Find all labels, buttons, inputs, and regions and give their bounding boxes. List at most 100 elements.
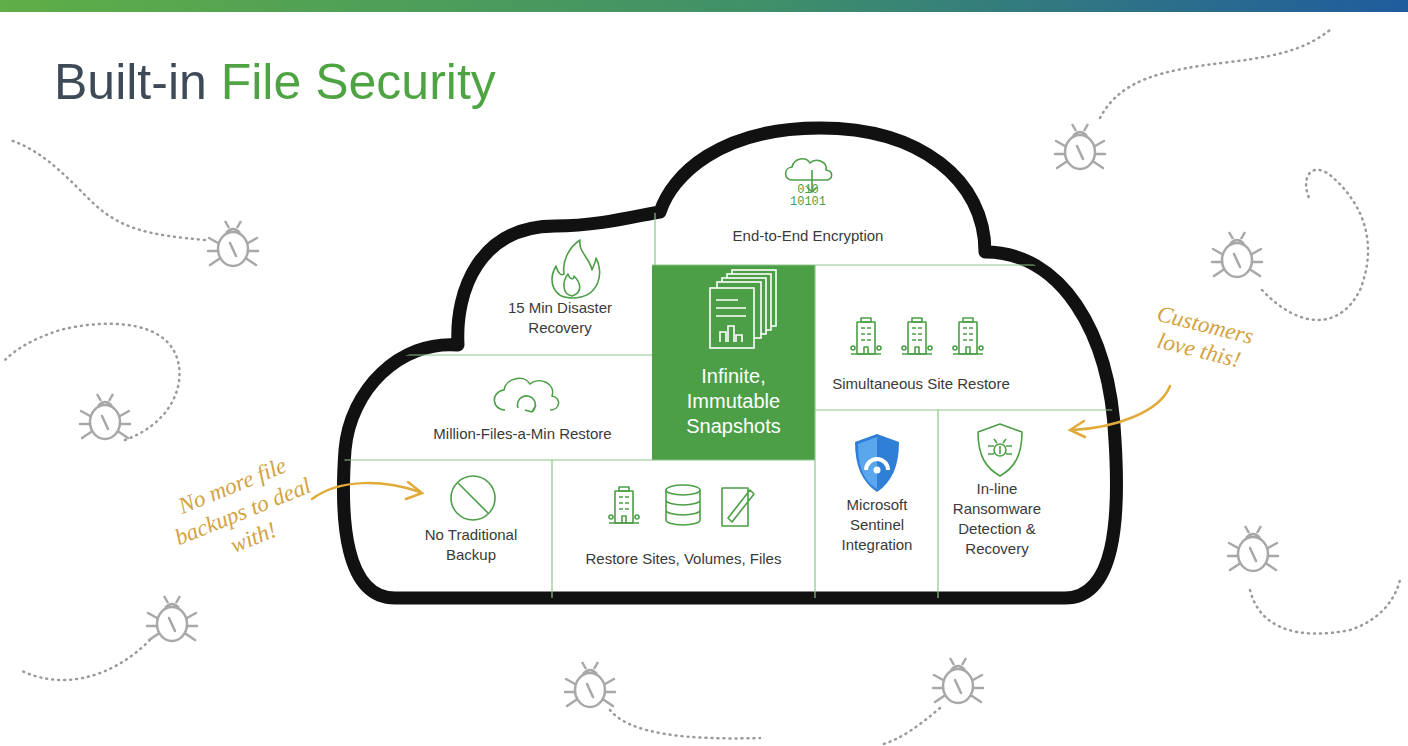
tile-icons — [912, 318, 922, 322]
tile-icons — [851, 318, 881, 354]
tile-label: No Traditional Backup — [401, 525, 541, 565]
tile-icons — [494, 378, 558, 410]
tile-icons — [902, 328, 932, 354]
tile-icons — [857, 322, 875, 354]
tile-grid — [814, 265, 815, 600]
tile-icons — [666, 485, 700, 495]
bug-icons — [80, 124, 1278, 707]
top-bar — [0, 0, 1408, 12]
tile-label: In-line Ransomware Detection & Recovery — [947, 479, 1047, 559]
tile-label: Simultaneous Site Restore — [832, 374, 1010, 394]
highlight-tile: Infinite, Immutable Snapshots — [655, 268, 812, 457]
bug-icons — [1055, 124, 1105, 169]
tile-icons — [978, 424, 1022, 476]
snapshot-icon — [710, 288, 754, 348]
title: Built-in File Security — [54, 52, 496, 112]
tile-icons — [928, 346, 932, 350]
tile-grid — [340, 354, 652, 355]
tile-grid — [652, 265, 815, 460]
tile-label: Restore Sites, Volumes, Files — [586, 549, 782, 569]
tile-grid — [340, 459, 815, 460]
bug-trail — [5, 324, 180, 440]
feature-tile: Restore Sites, Volumes, Files — [555, 463, 812, 583]
cloud-outline — [343, 128, 1116, 598]
bug-trail — [10, 140, 205, 240]
tile-icons — [517, 396, 536, 412]
bug-trail — [1250, 580, 1400, 634]
snapshot-icon — [710, 270, 776, 348]
tile-icons — [609, 487, 639, 523]
tile-icons — [959, 322, 977, 354]
tile-icons — [635, 515, 639, 519]
tile-icons — [953, 328, 983, 354]
tile-icons — [666, 490, 700, 525]
tile-icons — [963, 318, 973, 322]
feature-tile: 15 Min Disaster Recovery — [470, 230, 650, 352]
sentinel-icon — [855, 434, 899, 492]
tile-label: 15 Min Disaster Recovery — [475, 298, 645, 338]
tile-grid — [340, 120, 1120, 600]
tile-label: Million-Files-a-Min Restore — [433, 424, 611, 444]
bug-icons — [1228, 526, 1278, 571]
callout-note: Customers love this! — [1128, 296, 1276, 380]
callout-note: No more file backups to deal with! — [158, 445, 329, 579]
bug-trail — [20, 640, 150, 680]
tile-icons — [877, 346, 881, 350]
tile-icons — [902, 318, 932, 354]
bug-trail — [880, 708, 940, 745]
tile-icons — [988, 439, 1012, 454]
tile-icons — [902, 346, 906, 350]
feature-tile: No Traditional Backup — [392, 463, 550, 583]
tile-icons — [458, 483, 488, 513]
feature-tile: Million-Files-a-Min Restore — [395, 358, 650, 458]
callout-arrow — [1070, 421, 1085, 437]
tile-icons — [619, 487, 629, 491]
bug-trail — [1100, 30, 1330, 118]
tile-icons — [851, 328, 881, 354]
sentinel-icon — [874, 467, 881, 474]
tile-icons — [786, 159, 832, 180]
tile-label: Microsoft Sentinel Integration — [822, 495, 932, 555]
tile-label: Infinite, Immutable Snapshots — [659, 364, 809, 439]
tile-icons — [564, 274, 580, 296]
tile-icons — [451, 476, 495, 520]
feature-tile: Microsoft Sentinel Integration — [818, 413, 936, 583]
tile-label: End-to-End Encryption — [733, 226, 884, 246]
bug-icons — [933, 658, 983, 703]
tile-icons — [861, 318, 871, 322]
tile-icons — [851, 346, 855, 350]
tile-icons — [953, 346, 957, 350]
snapshot-icon — [716, 300, 746, 342]
tile-icons — [552, 240, 600, 298]
callout-arrow — [406, 482, 422, 499]
bug-icons — [208, 221, 258, 266]
tile-icons — [615, 491, 633, 523]
tile-icons — [609, 497, 639, 523]
tile-grid — [340, 120, 1120, 600]
tile-grid — [815, 409, 1120, 410]
tile-icons — [451, 159, 1022, 526]
tile-grid — [937, 410, 938, 600]
feature-tile: Simultaneous Site Restore — [818, 268, 1024, 408]
tile-icons — [722, 488, 754, 526]
tile-icons — [609, 515, 613, 519]
bug-icons — [1212, 232, 1262, 277]
bug-icons — [565, 662, 615, 707]
tile-grid — [652, 264, 1120, 265]
tile-icons — [953, 318, 983, 354]
tile-icons — [979, 346, 983, 350]
bug-icons — [80, 394, 130, 439]
bug-trail — [1262, 170, 1368, 320]
bug-icons — [147, 596, 197, 641]
sentinel-icon — [855, 434, 899, 492]
binary-digits: 010 10101 — [786, 184, 830, 208]
bug-trail — [610, 710, 760, 738]
tile-grid — [654, 120, 655, 265]
callout-arrow — [312, 483, 420, 499]
callout-arrow — [1072, 386, 1170, 430]
tile-grid — [551, 460, 552, 600]
tile-icons — [908, 322, 926, 354]
feature-tile: In-line Ransomware Detection & Recovery — [941, 413, 1053, 583]
bug-trail — [5, 30, 1400, 745]
